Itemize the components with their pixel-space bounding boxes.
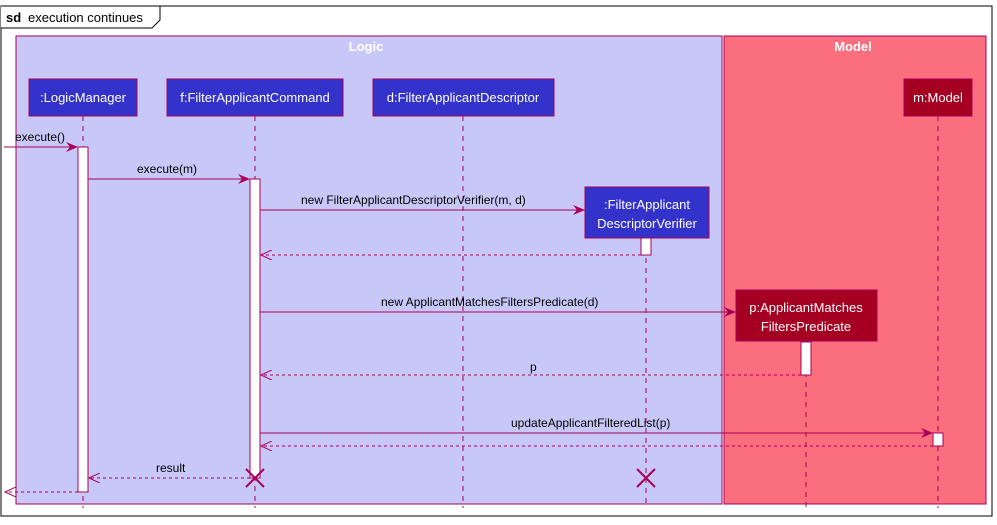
participant-label: m:Model: [913, 90, 963, 105]
box-logic: Logic: [15, 35, 723, 505]
participant-model: m:Model: [903, 78, 973, 117]
participant-label: :LogicManager: [40, 90, 127, 105]
participant-descriptor-verifier: :FilterApplicant DescriptorVerifier: [584, 186, 710, 239]
frame-title: execution continues: [28, 10, 143, 25]
message-label: new FilterApplicantDescriptorVerifier(m,…: [301, 193, 526, 207]
destroy-mark-descriptor-verifier: [636, 468, 656, 488]
message-return-result: result: [89, 461, 250, 478]
destroy-mark-filter-applicant-command: [245, 468, 265, 488]
participant-label-line-1: :FilterApplicant: [604, 197, 690, 212]
box-model-title: Model: [834, 39, 872, 54]
participant-filter-applicant-command: f:FilterApplicantCommand: [166, 78, 344, 117]
message-label: p: [530, 360, 537, 374]
message-label: new ApplicantMatchesFiltersPredicate(d): [381, 295, 598, 309]
message-label: updateApplicantFilteredList(p): [511, 416, 670, 430]
participant-filter-applicant-descriptor: d:FilterApplicantDescriptor: [372, 78, 555, 117]
box-logic-title: Logic: [349, 39, 384, 54]
activation-predicate: [800, 341, 812, 376]
participant-label-line-1: p:ApplicantMatches: [749, 300, 863, 315]
participant-label: d:FilterApplicantDescriptor: [387, 90, 540, 105]
sd-frame: sd execution continues: [0, 5, 993, 517]
message-execute-m: execute(m): [88, 162, 250, 184]
message-return-p: p: [261, 360, 801, 375]
activation-logic-manager: [77, 146, 89, 493]
message-new-predicate: new ApplicantMatchesFiltersPredicate(d): [260, 295, 736, 317]
participant-label: f:FilterApplicantCommand: [180, 90, 330, 105]
participant-label-line-2: DescriptorVerifier: [597, 216, 697, 231]
message-new-descriptor-verifier: new FilterApplicantDescriptorVerifier(m,…: [260, 193, 585, 215]
activation-descriptor-verifier: [640, 237, 652, 256]
participant-label-line-2: FiltersPredicate: [761, 319, 851, 334]
activation-model: [932, 432, 944, 447]
message-update-filtered-list: updateApplicantFilteredList(p): [260, 416, 933, 438]
message-label: result: [156, 461, 186, 475]
message-label: execute(): [15, 130, 65, 144]
message-execute: execute(): [4, 130, 78, 152]
message-label: execute(m): [137, 162, 197, 176]
participant-predicate: p:ApplicantMatches FiltersPredicate: [735, 289, 878, 342]
activation-filter-applicant-command: [249, 178, 261, 479]
frame-keyword: sd: [6, 10, 21, 25]
participant-logic-manager: :LogicManager: [28, 78, 138, 117]
